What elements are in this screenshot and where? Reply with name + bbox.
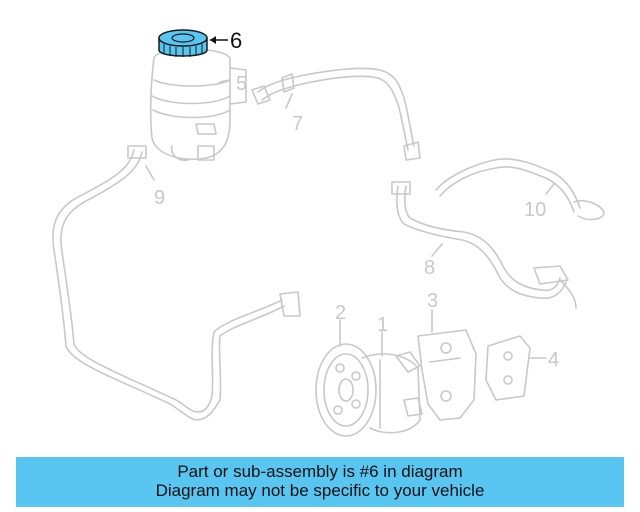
callout-1: 1 bbox=[377, 314, 388, 336]
line-9-part bbox=[52, 145, 301, 421]
reservoir-part bbox=[149, 48, 247, 162]
line-10-part bbox=[435, 158, 605, 221]
callout-6-arrow bbox=[210, 36, 228, 44]
diagram-caption: Part or sub-assembly is #6 in diagram Di… bbox=[16, 457, 624, 507]
bracket-3-part bbox=[417, 329, 477, 421]
pump-pulley-part bbox=[315, 343, 423, 437]
caption-line-1: Part or sub-assembly is #6 in diagram bbox=[177, 462, 463, 481]
callout-10: 10 bbox=[524, 199, 546, 221]
callout-5: 5 bbox=[236, 73, 247, 95]
callout-9: 9 bbox=[154, 187, 165, 209]
callout-6: 6 bbox=[230, 28, 242, 53]
hose-7-part bbox=[251, 67, 421, 161]
caption-line-2: Diagram may not be specific to your vehi… bbox=[155, 481, 485, 500]
reservoir-cap-part bbox=[158, 29, 208, 57]
callout-8: 8 bbox=[424, 257, 435, 279]
bracket-4-part bbox=[485, 335, 531, 401]
hose-8-part bbox=[391, 181, 577, 309]
callout-2: 2 bbox=[335, 302, 346, 324]
callout-4: 4 bbox=[548, 349, 559, 371]
callout-7: 7 bbox=[292, 113, 303, 135]
callout-3: 3 bbox=[427, 290, 438, 312]
